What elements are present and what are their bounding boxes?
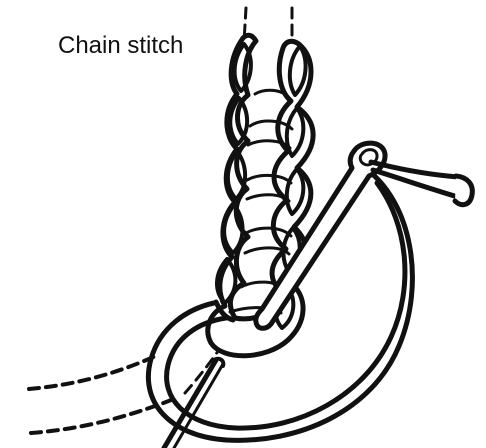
thread-tail-end [455, 176, 472, 205]
chain-loop-5 [247, 195, 289, 201]
lower-left-trailing-thread [29, 355, 158, 389]
